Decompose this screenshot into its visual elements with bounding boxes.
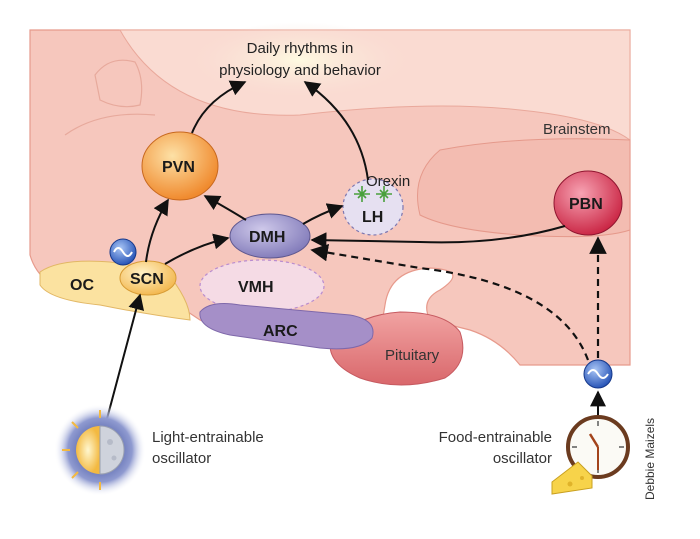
cheese-hole xyxy=(567,481,573,487)
clock-ticks xyxy=(572,421,624,473)
vmh-label: VMH xyxy=(238,279,274,296)
rhythms-title-line1: Daily rhythms in xyxy=(247,40,354,57)
rhythms-title-line2: physiology and behavior xyxy=(219,62,381,79)
food-oscillator-wave xyxy=(587,369,609,379)
arrow-dmh-to-lh xyxy=(302,203,344,225)
dmh-node xyxy=(229,213,311,259)
arc-label: ARC xyxy=(263,323,298,340)
rhythms-halo xyxy=(190,22,410,98)
cheese-hole xyxy=(580,476,584,480)
pvn-label: PVN xyxy=(162,159,195,176)
pituitary-label: Pituitary xyxy=(385,347,440,364)
sun-rays-icon xyxy=(62,410,101,490)
moon-icon xyxy=(99,425,125,475)
dmh-label: DMH xyxy=(249,229,285,246)
arrow-scn-to-dmh xyxy=(164,233,230,265)
scn-label: SCN xyxy=(130,271,164,288)
scn-oscillator-wave xyxy=(113,247,133,257)
scn-node xyxy=(119,260,177,296)
clock-hour-hand xyxy=(588,433,600,448)
pbn-label: PBN xyxy=(569,196,603,213)
arrow-food-to-dmh-dashed xyxy=(310,243,590,361)
moon-crater xyxy=(107,439,113,445)
light-oscillator-label-line2: oscillator xyxy=(152,450,211,467)
credit-text: Debbie Maizels xyxy=(643,418,657,500)
cortex-fold xyxy=(94,59,143,108)
sun-icon xyxy=(76,426,100,474)
lh-label: LH xyxy=(362,209,383,226)
arrow-pvn-to-rhythms xyxy=(191,80,247,134)
vmh-node xyxy=(199,259,325,313)
orexin-neuron-icon xyxy=(354,186,392,202)
arrow-lh-to-rhythms xyxy=(303,81,369,181)
pbn-node xyxy=(553,170,623,236)
food-oscillator-label-line1: Food-entrainable xyxy=(439,429,552,446)
brainstem-label: Brainstem xyxy=(543,121,611,138)
arrow-dmh-to-pvn xyxy=(203,195,247,221)
food-oscillator-label-line2: oscillator xyxy=(493,450,552,467)
light-oscillator-label-line1: Light-entrainable xyxy=(152,429,264,446)
arc-node xyxy=(199,303,374,350)
arrow-pbn-to-dmh xyxy=(310,225,566,249)
hypothalamus-curve xyxy=(64,113,156,136)
cheese-icon xyxy=(551,461,593,495)
orexin-label: Orexin xyxy=(366,173,410,190)
oc-label: OC xyxy=(70,277,94,294)
arrow-scn-to-pvn xyxy=(145,198,169,263)
pvn-node xyxy=(141,131,219,201)
moon-crater xyxy=(111,455,117,461)
